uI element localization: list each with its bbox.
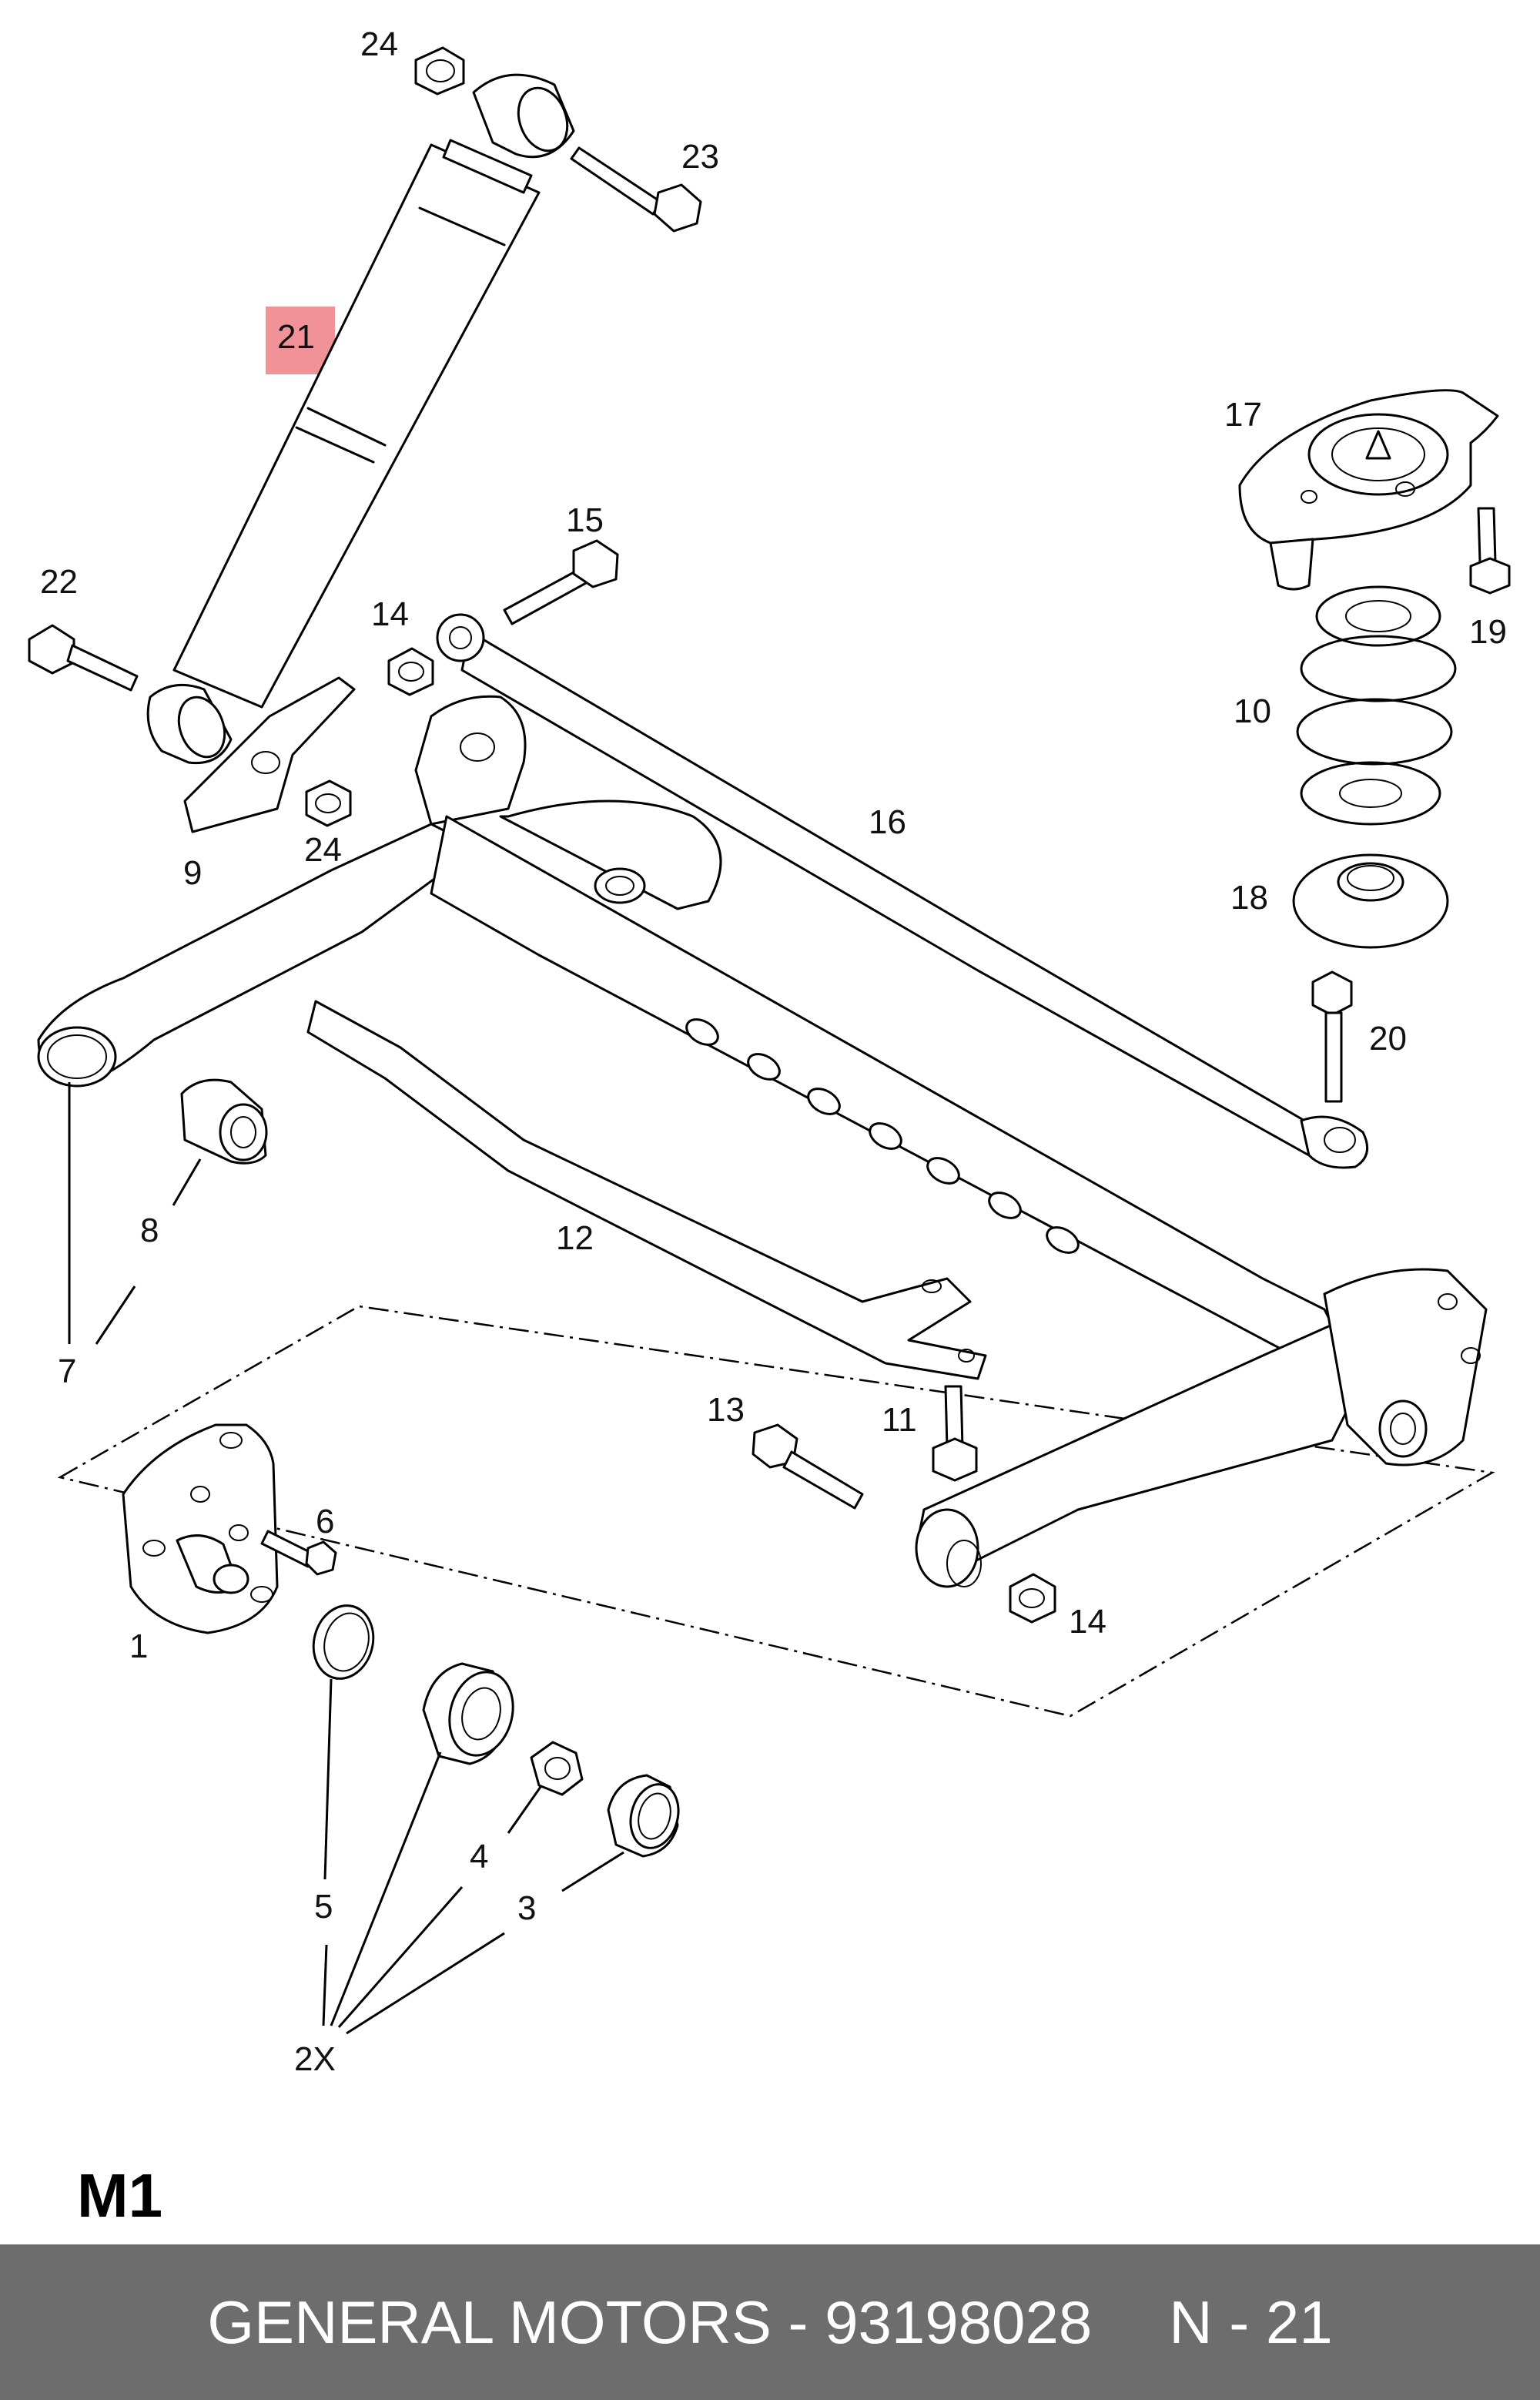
bolt-6 (260, 1530, 337, 1576)
nut-14-lower (1009, 1573, 1056, 1624)
wheel-bearing (422, 1662, 514, 1765)
bolt-22 (28, 624, 139, 692)
callout-24a: 24 (360, 25, 398, 63)
callout-20: 20 (1369, 1020, 1407, 1058)
callout-14b: 14 (1069, 1603, 1106, 1641)
callout-21: 21 (277, 318, 315, 356)
bolt-11 (932, 1385, 978, 1482)
shock-absorber (146, 73, 575, 765)
bolt-13 (752, 1423, 864, 1510)
callout-6: 6 (316, 1503, 334, 1540)
callout-13: 13 (707, 1391, 745, 1429)
callout-23: 23 (681, 138, 719, 176)
bolt-19 (1469, 507, 1511, 595)
callout-19: 19 (1469, 613, 1507, 651)
bracket-9 (183, 676, 356, 833)
callout-10: 10 (1234, 692, 1271, 730)
callout-22: 22 (40, 563, 78, 601)
footer-reference: N - 21 (1169, 2288, 1333, 2356)
callout-24b: 24 (304, 831, 342, 869)
rod-12 (306, 1000, 987, 1380)
footer-bar: GENERAL MOTORS - 93198028 N - 21 (0, 2244, 1540, 2400)
callout-labels: 24 23 21 17 15 22 14 19 10 9 24 16 18 20… (40, 25, 1507, 2078)
wheel-hub-1 (122, 1423, 279, 1634)
panhard-rod-16 (436, 613, 1369, 1169)
footer-brand-part-number: GENERAL MOTORS - 93198028 (207, 2288, 1093, 2356)
diagram-code: M1 (77, 2161, 163, 2230)
callout-14a: 14 (371, 595, 409, 633)
callout-2x: 2X (294, 2040, 336, 2078)
callout-18: 18 (1230, 879, 1268, 917)
callout-5: 5 (314, 1888, 333, 1926)
bolt-23 (570, 146, 702, 233)
coil-spring-10 (1296, 585, 1457, 826)
bolt-15 (503, 539, 619, 625)
callout-7: 7 (58, 1353, 76, 1390)
spring-seat-18 (1292, 853, 1449, 949)
callout-1: 1 (129, 1627, 148, 1665)
nut-14-upper (387, 647, 434, 696)
callout-16: 16 (869, 803, 906, 841)
callout-11: 11 (882, 1401, 917, 1439)
callout-12: 12 (556, 1219, 594, 1257)
nut-4 (530, 1741, 584, 1796)
nut-24-top (414, 46, 465, 96)
rear-suspension-exploded-diagram: 24 23 21 17 15 22 14 19 10 9 24 16 18 20… (28, 25, 1511, 2078)
callout-17: 17 (1224, 396, 1262, 434)
callout-9: 9 (183, 854, 202, 892)
callout-4: 4 (470, 1838, 488, 1875)
leader-lines (68, 1082, 624, 2035)
bolt-20 (1311, 970, 1353, 1103)
callout-8: 8 (140, 1212, 159, 1249)
snap-ring-5 (312, 1604, 375, 1680)
hub-assembly-region (57, 1305, 1495, 1718)
callout-15: 15 (566, 501, 604, 539)
dust-cap-3 (607, 1774, 680, 1858)
rear-axle-beam (37, 695, 1488, 1588)
bushing-8 (180, 1078, 268, 1165)
callout-3: 3 (517, 1889, 536, 1927)
nut-24-lower (305, 779, 352, 827)
strut-mount-17 (1238, 389, 1499, 591)
